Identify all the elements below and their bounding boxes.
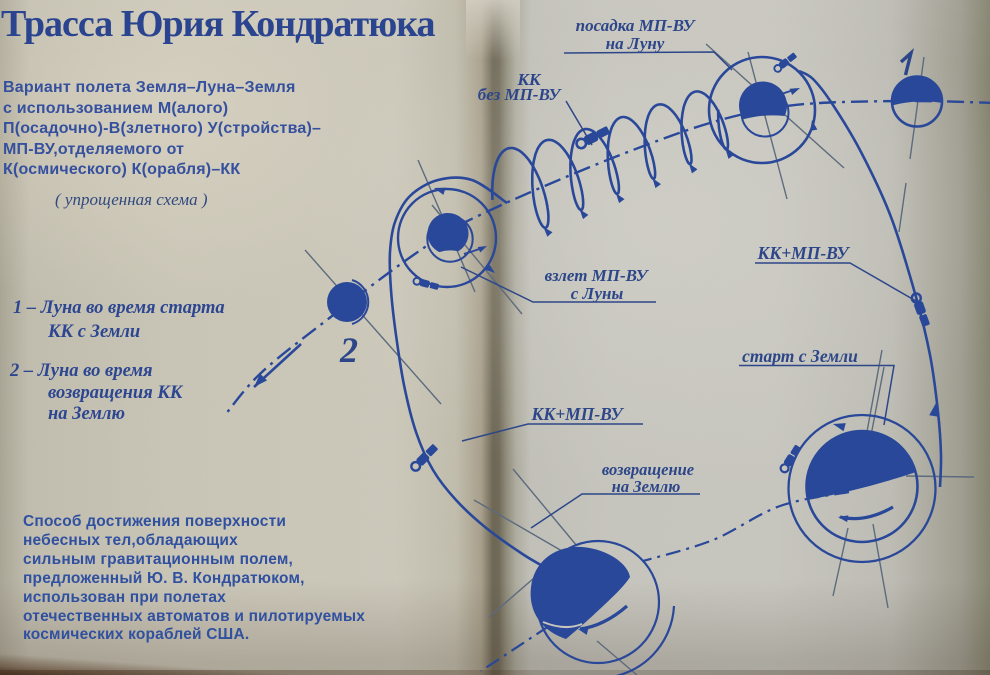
- svg-text:взлет МП-ВУ: взлет МП-ВУ: [545, 266, 650, 285]
- svg-text:КК+МП-ВУ: КК+МП-ВУ: [530, 404, 624, 424]
- svg-text:старт с Земли: старт с Земли: [742, 346, 858, 366]
- svg-text:посадка МП-ВУ: посадка МП-ВУ: [576, 16, 697, 35]
- svg-text:возвращение: возвращение: [602, 460, 694, 479]
- svg-text:без МП-ВУ: без МП-ВУ: [478, 85, 563, 104]
- svg-text:на Землю: на Землю: [612, 477, 681, 496]
- svg-text:КК+МП-ВУ: КК+МП-ВУ: [756, 243, 850, 263]
- svg-text:КК: КК: [516, 70, 542, 89]
- svg-text:с Луны: с Луны: [571, 284, 624, 303]
- svg-text:2: 2: [339, 330, 358, 370]
- svg-text:на Луну: на Луну: [606, 34, 665, 53]
